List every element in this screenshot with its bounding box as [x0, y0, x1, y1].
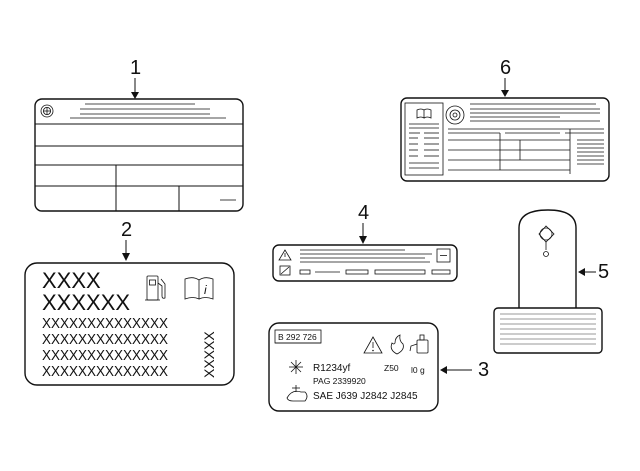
label3-part-number: B 292 726: [278, 332, 317, 342]
label-6: 6: [400, 57, 610, 182]
callout-3: 3: [478, 359, 489, 381]
label-4: 4: [272, 202, 458, 282]
callout-4: 4: [358, 202, 369, 224]
warning-icon: [278, 249, 292, 261]
warning-icon: [363, 336, 383, 354]
label-1: 1: [34, 57, 244, 212]
label2-vertical-text: XXXXX: [201, 331, 217, 378]
label-2: 2 XXXX XXXXXX XXXXXXXXXXXXXX XXXXXXXXXXX…: [24, 219, 235, 386]
label3-oil: PAG 2339920: [313, 376, 366, 386]
label2-row: XXXXXXXXXXXXXX: [42, 364, 168, 380]
oil-can-icon: [409, 334, 429, 354]
snowflake-icon: [289, 360, 303, 374]
label2-row: XXXXXXXXXXXXXX: [42, 348, 168, 364]
callout-1: 1: [130, 57, 141, 79]
label2-line2: XXXXXX: [42, 290, 130, 315]
label2-line1: XXXX: [42, 268, 101, 293]
label2-row: XXXXXXXXXXXXXX: [42, 316, 168, 332]
label2-row: XXXXXXXXXXXXXX: [42, 332, 168, 348]
callout-2: 2: [121, 219, 132, 241]
label-3: 3 B 292 726 R1234yf Z50 l0 g PAG 23399: [268, 322, 489, 412]
label3-refrigerant: R1234yf: [313, 363, 350, 374]
label3-code: Z50: [384, 363, 399, 373]
tire-icon: [445, 105, 465, 125]
manual-book-icon: i: [184, 277, 214, 300]
compressor-icon: [286, 385, 308, 402]
svg-text:i: i: [204, 283, 207, 297]
callout-6: 6: [500, 57, 511, 79]
bmw-logo-icon: [40, 104, 54, 118]
flame-icon: [390, 334, 404, 355]
manual-book-icon: [416, 108, 432, 119]
label3-amount: l0 g: [411, 365, 425, 375]
fuel-pump-icon: [145, 275, 166, 301]
label-5: 5: [493, 209, 609, 354]
callout-5: 5: [598, 261, 609, 283]
label3-standards: SAE J639 J2842 J2845: [313, 391, 418, 402]
